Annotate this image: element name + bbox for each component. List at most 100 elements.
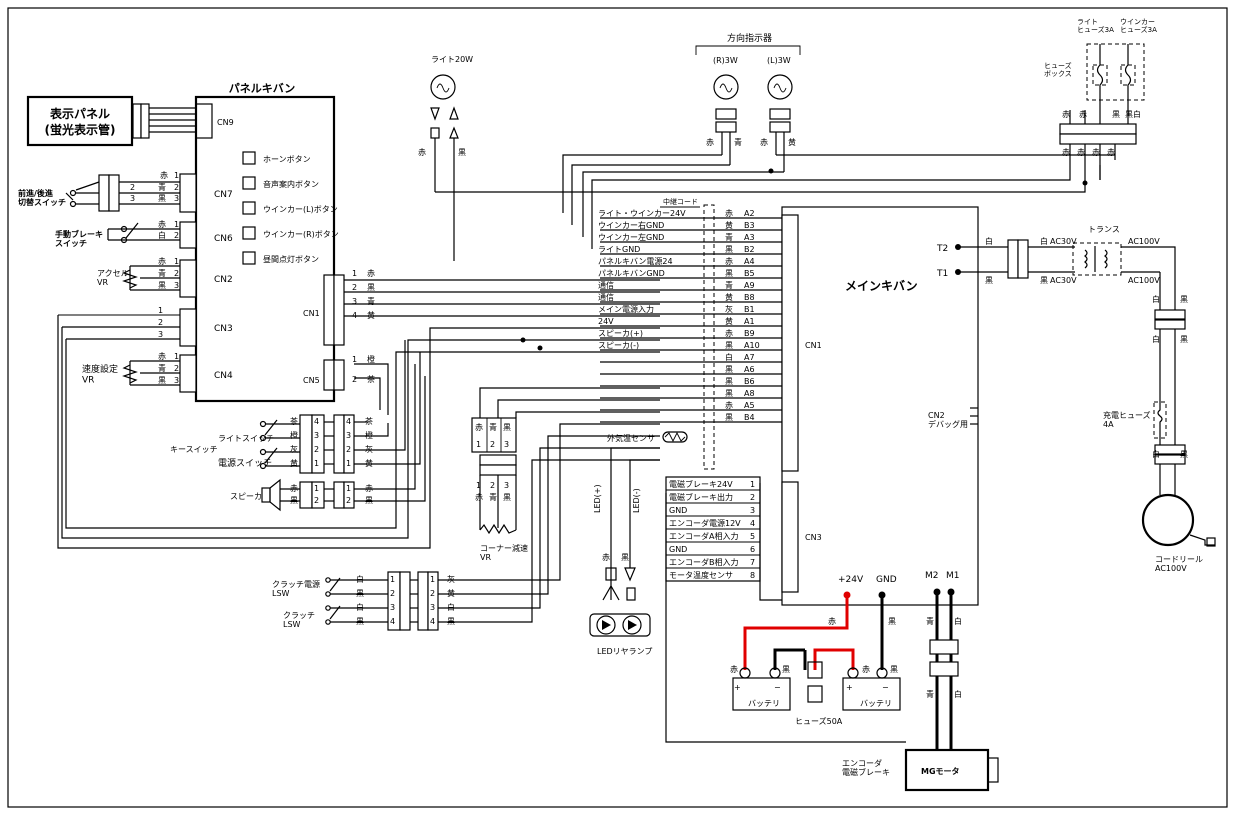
svg-text:1: 1: [390, 575, 395, 584]
display-panel: [26, 95, 134, 147]
cn3-signal: 電磁ブレーキ出力: [669, 492, 733, 502]
cn3-pin: 3: [750, 506, 755, 515]
cn5-label: CN5: [303, 376, 320, 385]
cn3-pin: 4: [750, 519, 755, 528]
svg-text:3: 3: [430, 603, 435, 612]
cn3-signal: エンコーダA相入力: [669, 531, 738, 541]
svg-text:茶: 茶: [365, 416, 373, 426]
fwd-rev-switch[interactable]: [65, 181, 100, 208]
svg-text:2: 2: [130, 183, 135, 192]
main-cn1: [781, 214, 799, 472]
harness-signal: スピーカ(-): [598, 341, 639, 350]
harness-pin: B4: [744, 413, 755, 422]
svg-text:4: 4: [314, 417, 319, 426]
svg-text:灰: 灰: [365, 444, 373, 454]
svg-text:2: 2: [314, 445, 319, 454]
svg-text:3: 3: [346, 431, 351, 440]
cn3-signal: エンコーダB相入力: [669, 557, 739, 567]
harness-color: 黒: [725, 365, 733, 374]
svg-text:AC100V: AC100V: [1128, 237, 1160, 246]
svg-text:赤: 赤: [828, 617, 836, 626]
svg-text:T1: T1: [936, 269, 948, 279]
svg-text:白: 白: [356, 574, 364, 584]
svg-text:3: 3: [174, 376, 179, 385]
harness-signal: スピーカ(+): [598, 329, 643, 338]
panel-buttons: ホーンボタン 音声案内ボタン ウインカー(L)ボタン ウインカー(R)ボタン 昼…: [242, 151, 339, 265]
svg-text:黒: 黒: [1180, 335, 1188, 344]
harness-pin: B3: [744, 221, 755, 230]
svg-text:+: +: [734, 683, 741, 692]
harness-color: 赤: [725, 209, 733, 218]
svg-text:青: 青: [734, 137, 742, 147]
cn3-pin: 8: [750, 571, 755, 580]
svg-text:−: −: [774, 683, 781, 692]
svg-text:黒: 黒: [458, 148, 466, 157]
panel-board-title: パネルキバン: [229, 82, 296, 95]
display-cable: [149, 107, 196, 133]
svg-text:2: 2: [174, 364, 179, 373]
svg-text:白: 白: [1152, 334, 1160, 344]
cn4-block: 赤 青 黒 1 2 3 CN4: [122, 352, 233, 393]
frame: [7, 7, 1228, 808]
svg-text:黒: 黒: [1112, 110, 1120, 119]
harness-pin: A3: [744, 233, 755, 242]
harness-pin: A4: [744, 257, 755, 266]
svg-text:3: 3: [504, 481, 509, 490]
power-switch[interactable]: [259, 447, 301, 470]
svg-text:1: 1: [352, 269, 357, 278]
hand-brake-label: 手動ブレーキスイッチ: [55, 229, 103, 248]
harness-pin: A10: [744, 341, 760, 350]
harness-pin: B1: [744, 305, 755, 314]
svg-text:赤: 赤: [1077, 148, 1085, 157]
svg-text:3: 3: [174, 194, 179, 203]
svg-text:CN1: CN1: [805, 341, 822, 350]
svg-text:4: 4: [430, 617, 435, 626]
svg-text:1: 1: [352, 355, 357, 364]
svg-text:赤: 赤: [602, 553, 610, 562]
svg-text:2: 2: [430, 589, 435, 598]
light-lamp-label: ライト20W: [431, 55, 473, 64]
svg-text:黒: 黒: [782, 665, 790, 674]
led-lamp: [589, 567, 651, 637]
battery-left: +− バッテリ: [732, 667, 791, 711]
svg-text:青: 青: [489, 422, 497, 432]
hand-brake-switch[interactable]: [120, 222, 139, 244]
svg-text:青: 青: [926, 616, 934, 626]
battery-wiring: [743, 595, 959, 750]
svg-text:3: 3: [174, 281, 179, 290]
svg-text:茶: 茶: [290, 416, 298, 426]
harness-color: 黒: [725, 413, 733, 422]
charger: [1141, 309, 1216, 547]
svg-text:黒: 黒: [621, 553, 629, 562]
svg-text:2: 2: [490, 481, 495, 490]
harness-pin: A1: [744, 317, 755, 326]
cn2-block: 赤 青 黒 1 2 3 CN2: [122, 257, 233, 298]
svg-text:2: 2: [314, 496, 319, 505]
light-switch[interactable]: [259, 419, 301, 442]
main-board: [781, 206, 979, 606]
svg-text:赤: 赤: [706, 138, 714, 147]
svg-text:2: 2: [346, 496, 351, 505]
svg-text:4: 4: [390, 617, 395, 626]
svg-text:赤: 赤: [1079, 110, 1087, 119]
winker-l-button-label: ウインカー(L)ボタン: [263, 205, 338, 214]
display-panel-title: 表示パネル: [49, 106, 110, 121]
cn2-label: CN2: [214, 275, 233, 285]
fwd-rev-label: 前進/後進切替スイッチ: [18, 188, 66, 207]
harness-pin: A6: [744, 365, 755, 374]
main-board-title: メインキバン: [845, 279, 918, 293]
svg-text:黒: 黒: [985, 276, 993, 285]
svg-text:青: 青: [158, 268, 166, 278]
cn1-panel-label: CN1: [303, 309, 320, 318]
svg-text:1: 1: [476, 481, 481, 490]
svg-text:白: 白: [1152, 449, 1160, 459]
harness-color: 黒: [725, 389, 733, 398]
cn3-pin: 1: [750, 480, 755, 489]
svg-text:赤: 赤: [862, 665, 870, 674]
clutch-switches[interactable]: [325, 577, 388, 625]
